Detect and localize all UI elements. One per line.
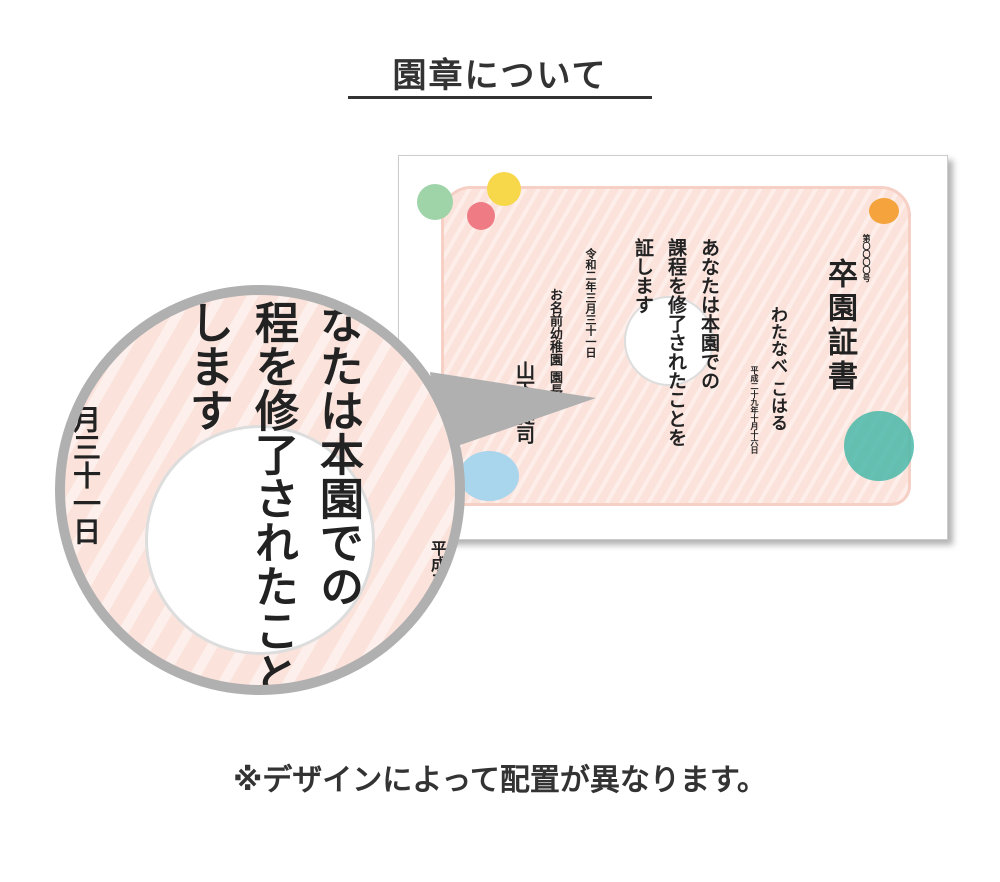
- cherry-blossom-icon: [145, 425, 375, 655]
- issue-date: 令和二年三月三十一日: [584, 248, 597, 358]
- flower-decoration-icon: [467, 202, 495, 230]
- bear-icon: [459, 451, 519, 501]
- section-title: 園章について: [392, 56, 608, 96]
- certificate-heading: 卒園証書: [822, 258, 857, 394]
- cherry-blossom-icon: [624, 296, 714, 386]
- flower-decoration-icon: [487, 172, 521, 206]
- magnifier-circle: なたは本園での 程を修了されたこと します 月三十一日 平成二: [55, 285, 465, 695]
- certificate-preview: 第〇〇〇〇号 卒園証書 わたなべ こはる 平成二十九年十月十六日 あなたは本園で…: [398, 155, 948, 540]
- body-line-3: 証します: [632, 238, 654, 314]
- tree-icon: [844, 411, 914, 481]
- callout-triangle: [430, 372, 596, 452]
- bird-icon: [869, 198, 899, 224]
- magnified-date: 月三十一日: [69, 405, 102, 545]
- recipient-name: わたなべ こはる: [767, 306, 787, 431]
- certificate-number: 第〇〇〇〇号: [862, 234, 871, 282]
- body-line-1: あなたは本園での: [698, 238, 720, 390]
- birthdate: 平成二十九年十月十六日: [750, 366, 759, 454]
- magnified-line-3: します: [182, 300, 233, 432]
- title-underline: [348, 96, 652, 99]
- school-name: お名前幼稚園 園長: [547, 288, 562, 397]
- flower-decoration-icon: [417, 184, 453, 220]
- design-note: ※デザインによって配置が異なります。: [233, 763, 767, 798]
- magnified-line-2: 程を修了されたこと: [247, 300, 298, 695]
- body-line-2: 課程を修了されたことを: [665, 238, 687, 447]
- magnified-birthdate: 平成二: [428, 540, 447, 588]
- magnified-line-1: なたは本園での: [312, 300, 363, 608]
